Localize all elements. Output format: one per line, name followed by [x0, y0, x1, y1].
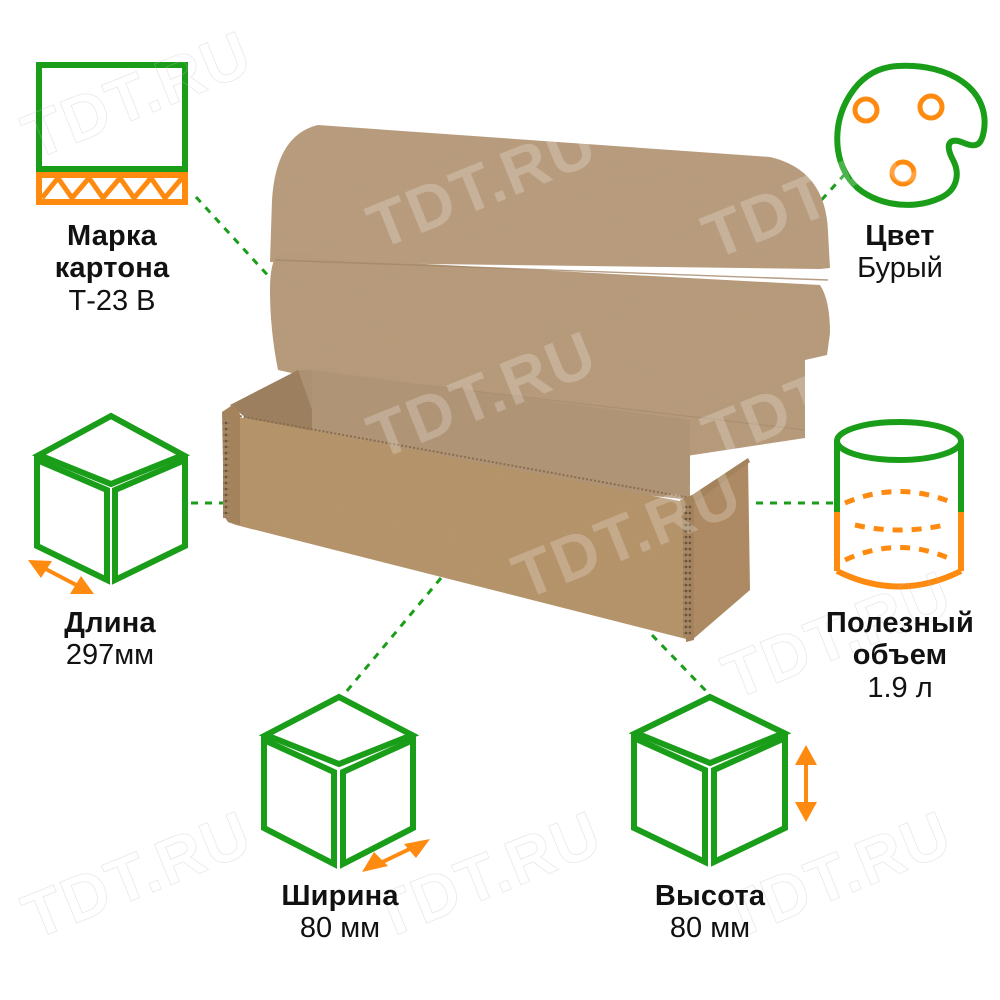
corrugated-cardboard-icon	[36, 62, 188, 205]
feature-title: объем	[852, 639, 948, 672]
cube-width-icon	[258, 693, 430, 872]
connector-cardboard-grade	[194, 195, 275, 283]
cube-length-icon	[28, 412, 191, 594]
feature-color: Цвет Бурый	[820, 220, 980, 285]
connector-lines	[191, 172, 847, 695]
feature-value: 80 мм	[299, 912, 381, 945]
feature-title: Длина	[64, 607, 156, 639]
feature-height: Высота 80 мм	[625, 880, 795, 945]
feature-cardboard-grade: Марка картона Т-23 В	[26, 220, 198, 317]
feature-length: Длина 297мм	[30, 607, 190, 672]
palette-icon	[834, 62, 988, 208]
feature-title: Марка	[67, 220, 157, 252]
feature-value: Т-23 В	[68, 284, 156, 317]
feature-value: 1.9 л	[867, 671, 933, 704]
width-arrow-icon	[362, 839, 430, 872]
feature-value: 80 мм	[669, 912, 751, 945]
feature-volume: Полезный объем 1.9 л	[805, 607, 995, 704]
feature-title: Цвет	[865, 220, 935, 252]
feature-title: картона	[54, 252, 170, 285]
feature-width: Ширина 80 мм	[255, 880, 425, 945]
feature-title: Высота	[654, 880, 766, 912]
feature-value: Бурый	[857, 252, 943, 285]
feature-value: 297мм	[65, 639, 155, 672]
connector-height	[650, 633, 710, 695]
cylinder-volume-icon	[834, 419, 964, 590]
connector-width	[344, 577, 443, 693]
length-arrow-icon	[28, 560, 94, 594]
feature-title: Ширина	[281, 880, 399, 912]
cardboard-box-image	[222, 125, 830, 642]
cube-height-icon	[628, 693, 817, 867]
feature-title: Полезный	[825, 607, 975, 639]
height-arrow-icon	[795, 745, 817, 822]
